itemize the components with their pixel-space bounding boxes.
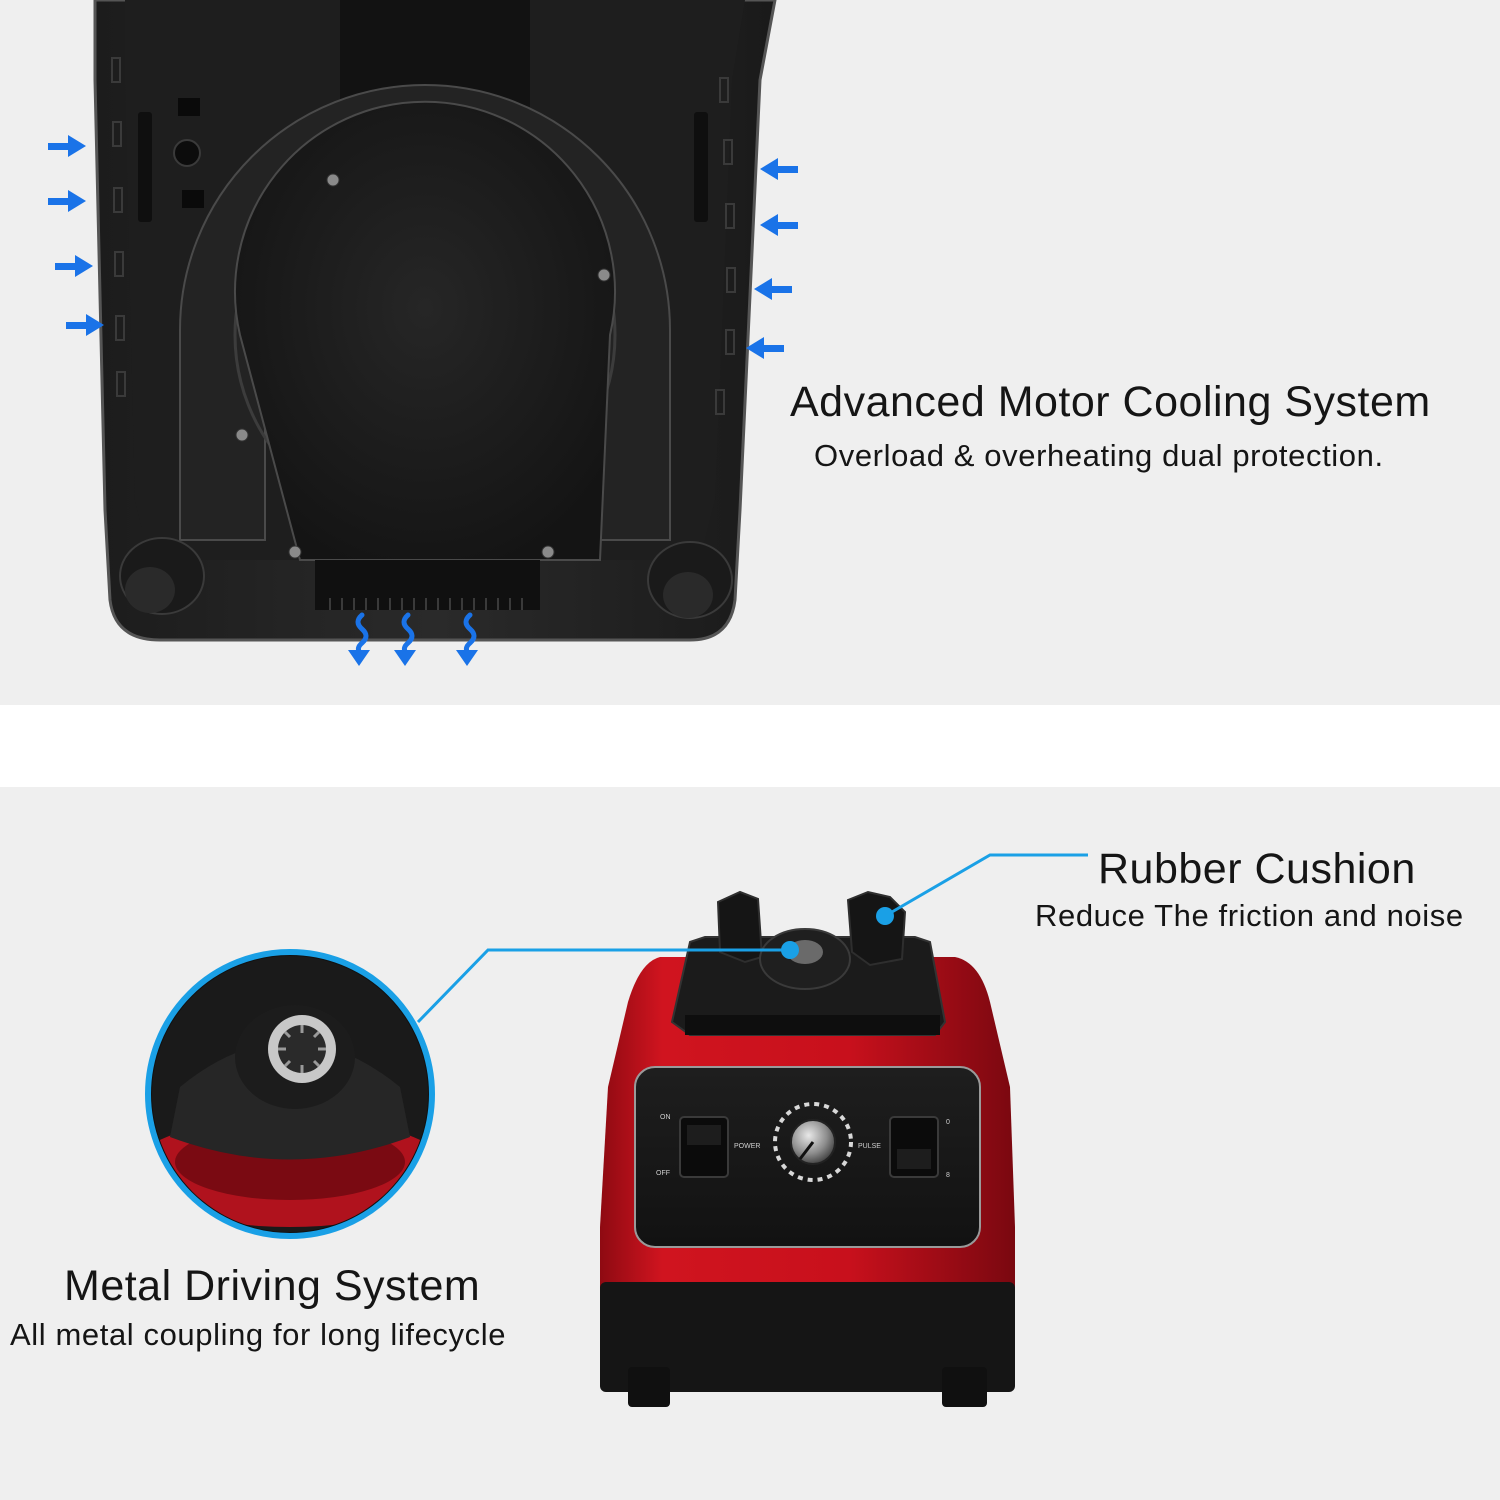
blender-base-image: ON OFF POWER PULSE 0 8 bbox=[145, 853, 1088, 1407]
arrow-left-icon bbox=[746, 337, 784, 359]
cushion-subtitle: Reduce The friction and noise bbox=[1035, 898, 1464, 933]
driving-title: Metal Driving System bbox=[64, 1262, 481, 1310]
power-label: POWER bbox=[734, 1143, 760, 1150]
wavy-arrow-down-icon bbox=[355, 612, 369, 656]
airflow-arrows bbox=[48, 135, 798, 666]
arrow-left-icon bbox=[760, 214, 798, 236]
blender-base-underside-image bbox=[93, 0, 777, 642]
cushion-callout-line bbox=[884, 853, 1088, 918]
driving-callout-line bbox=[416, 948, 790, 1024]
off-label: OFF bbox=[656, 1170, 670, 1177]
cooling-subtitle: Overload & overheating dual protection. bbox=[814, 438, 1384, 473]
blender-features-panel: ON OFF POWER PULSE 0 8 Rubbe bbox=[0, 787, 1500, 1500]
pulse-label: PULSE bbox=[858, 1143, 881, 1150]
on-label: ON bbox=[660, 1114, 671, 1121]
arrow-right-icon bbox=[48, 135, 86, 157]
section-divider bbox=[0, 705, 1500, 787]
arrow-left-icon bbox=[754, 278, 792, 300]
arrow-left-icon bbox=[760, 158, 798, 180]
cooling-panel: Advanced Motor Cooling System Overload &… bbox=[0, 0, 1500, 705]
cooling-title: Advanced Motor Cooling System bbox=[790, 378, 1431, 426]
wavy-arrow-down-icon bbox=[401, 612, 415, 656]
arrow-right-icon bbox=[55, 255, 93, 277]
speed-high-label: 0 bbox=[946, 1119, 950, 1126]
cushion-title: Rubber Cushion bbox=[1098, 845, 1416, 893]
wavy-arrow-down-icon bbox=[463, 612, 477, 656]
speed-low-label: 8 bbox=[946, 1172, 950, 1179]
arrow-right-icon bbox=[48, 190, 86, 212]
arrow-right-icon bbox=[66, 314, 104, 336]
driving-subtitle: All metal coupling for long lifecycle bbox=[10, 1317, 507, 1352]
